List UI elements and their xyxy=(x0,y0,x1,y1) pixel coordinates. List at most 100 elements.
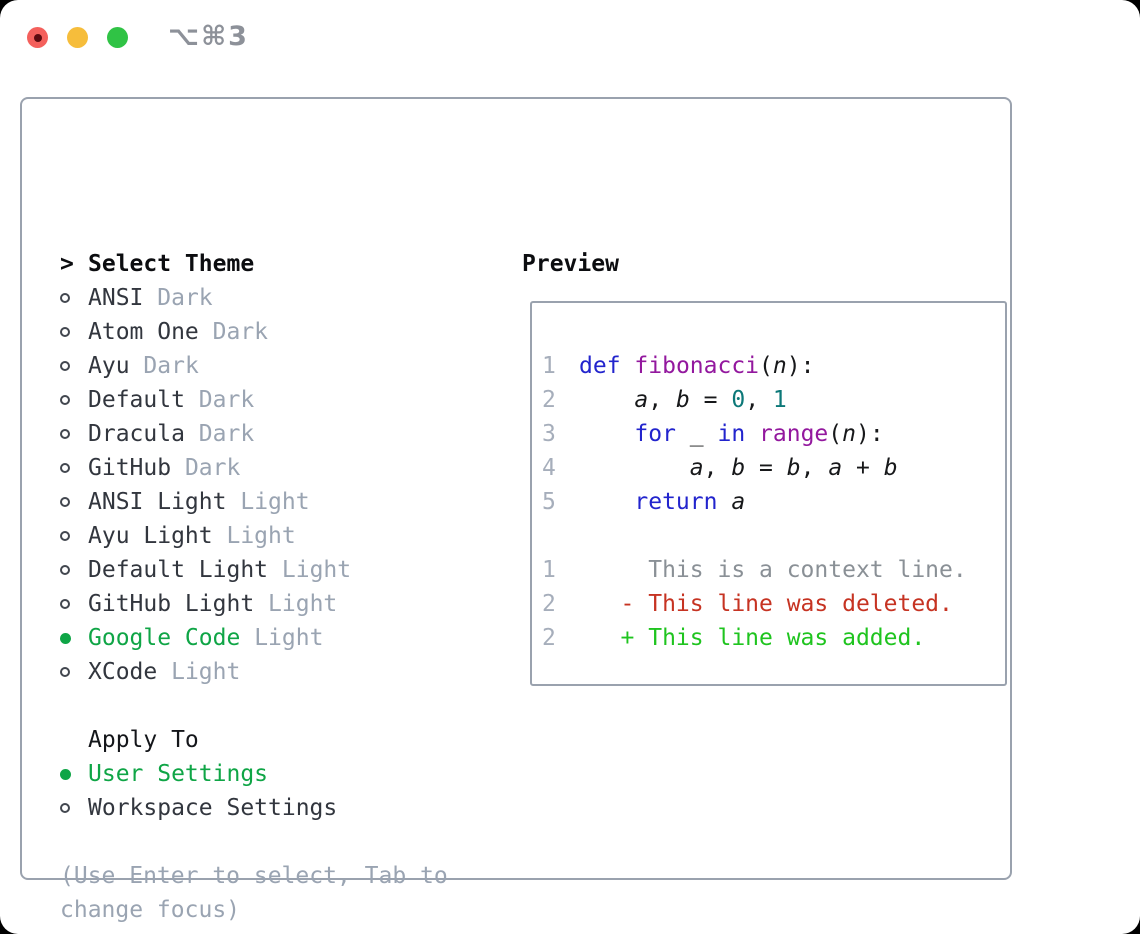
radio-unselected-icon xyxy=(60,565,70,575)
radio-selected-icon xyxy=(60,768,71,780)
theme-label: Default Light Light xyxy=(88,557,351,583)
theme-label: ANSI Light Light xyxy=(88,489,310,515)
code-line: 2 a, b = 0, 1 xyxy=(542,383,1005,417)
theme-variant: Light xyxy=(240,489,310,515)
theme-name: Default xyxy=(88,387,185,413)
spacer xyxy=(542,315,1005,349)
theme-label: XCode Light xyxy=(88,659,240,685)
theme-option-dracula-dark[interactable]: Dracula Dark xyxy=(60,417,462,451)
theme-label: GitHub Light Light xyxy=(88,591,337,617)
apply-option-workspace-settings[interactable]: Workspace Settings xyxy=(60,791,462,825)
theme-option-ayu-light-light[interactable]: Ayu Light Light xyxy=(60,519,462,553)
radio-selected-icon xyxy=(60,632,71,644)
theme-variant: Light xyxy=(226,523,296,549)
radio-unselected-icon xyxy=(60,667,70,677)
theme-name: GitHub Light xyxy=(88,591,255,617)
cursor-icon: > xyxy=(60,251,74,277)
theme-variant: Dark xyxy=(143,353,199,379)
code-text: a, b = 0, 1 xyxy=(634,387,787,413)
theme-option-default-light-light[interactable]: Default Light Light xyxy=(60,553,462,587)
diff-line-added: 2 + This line was added. xyxy=(542,621,1005,655)
apply-option-label: Workspace Settings xyxy=(88,795,338,821)
theme-name: Atom One xyxy=(88,319,199,345)
preview-header: Preview xyxy=(522,251,619,277)
diff-text: - This line was deleted. xyxy=(579,591,953,617)
theme-variant: Light xyxy=(281,557,352,583)
zoom-button[interactable] xyxy=(107,27,128,48)
theme-name: ANSI Light xyxy=(88,489,227,515)
radio-unselected-icon xyxy=(60,395,70,405)
theme-option-google-code-light[interactable]: Google Code Light xyxy=(60,621,462,655)
theme-option-ansi-dark[interactable]: ANSI Dark xyxy=(60,281,462,315)
code-line: 3 for _ in range(n): xyxy=(542,417,1005,451)
code-text: return a xyxy=(634,489,746,515)
theme-label: Google Code Light xyxy=(88,625,323,651)
theme-name: XCode xyxy=(88,659,158,685)
theme-name: Google Code xyxy=(88,625,241,651)
radio-unselected-icon xyxy=(60,463,70,473)
select-theme-header-row: > Select Theme xyxy=(60,247,462,281)
line-number: 3 xyxy=(542,421,556,447)
diff-line-removed: 2 - This line was deleted. xyxy=(542,587,1005,621)
theme-variant: Dark xyxy=(198,387,255,413)
code-line: 5 return a xyxy=(542,485,1005,519)
code-text: a, b = b, a + b xyxy=(689,455,898,481)
window-title: ⌥⌘3 xyxy=(168,21,249,52)
radio-unselected-icon xyxy=(60,599,70,609)
theme-variant: Light xyxy=(254,625,324,651)
theme-option-atom-one-dark[interactable]: Atom One Dark xyxy=(60,315,462,349)
apply-to-header: Apply To xyxy=(88,727,199,753)
theme-label: Atom One Dark xyxy=(88,319,268,345)
select-theme-header: Select Theme xyxy=(88,251,255,277)
theme-variant: Light xyxy=(268,591,338,617)
theme-name: GitHub xyxy=(88,455,172,481)
theme-label: Ayu Dark xyxy=(88,353,199,379)
theme-option-github-light-light[interactable]: GitHub Light Light xyxy=(60,587,462,621)
diff-lines: 1 This is a context line.2 - This line w… xyxy=(542,553,1005,655)
radio-unselected-icon xyxy=(60,361,70,371)
theme-option-github-dark[interactable]: GitHub Dark xyxy=(60,451,462,485)
diff-text: + This line was added. xyxy=(579,625,926,651)
theme-option-ayu-dark[interactable]: Ayu Dark xyxy=(60,349,462,383)
theme-label: Ayu Light Light xyxy=(88,523,296,549)
theme-label: GitHub Dark xyxy=(88,455,240,481)
apply-to-header-row: Apply To xyxy=(60,723,462,757)
theme-option-default-dark[interactable]: Default Dark xyxy=(60,383,462,417)
line-number: 2 xyxy=(542,625,556,651)
theme-option-xcode-light[interactable]: XCode Light xyxy=(60,655,462,689)
close-dot-icon xyxy=(33,33,42,42)
minimize-button[interactable] xyxy=(67,27,88,48)
theme-variant: Dark xyxy=(157,285,213,311)
theme-option-ansi-light-light[interactable]: ANSI Light Light xyxy=(60,485,462,519)
theme-label: Dracula Dark xyxy=(88,421,254,447)
apply-option-label: User Settings xyxy=(88,761,269,787)
apply-option-user-settings[interactable]: User Settings xyxy=(60,757,462,791)
spacer xyxy=(542,519,1005,553)
theme-name: Ayu Light xyxy=(88,523,213,549)
code-text: def fibonacci(n): xyxy=(579,353,815,379)
theme-name: ANSI xyxy=(88,285,144,311)
line-number: 2 xyxy=(542,591,556,617)
diff-line-context: 1 This is a context line. xyxy=(542,553,1005,587)
close-button[interactable] xyxy=(27,27,48,48)
line-number: 1 xyxy=(542,557,556,583)
theme-label: Default Dark xyxy=(88,387,254,413)
theme-name: Default Light xyxy=(88,557,269,583)
theme-name: Dracula xyxy=(88,421,185,447)
line-number: 4 xyxy=(542,455,556,481)
radio-unselected-icon xyxy=(60,293,70,303)
help-text: (Use Enter to select, Tab to change focu… xyxy=(60,863,448,923)
selection-cursor: > xyxy=(60,251,88,277)
code-line: 4 a, b = b, a + b xyxy=(542,451,1005,485)
theme-variant: Dark xyxy=(184,455,241,481)
radio-unselected-icon xyxy=(60,803,70,813)
theme-variant: Dark xyxy=(212,319,269,345)
